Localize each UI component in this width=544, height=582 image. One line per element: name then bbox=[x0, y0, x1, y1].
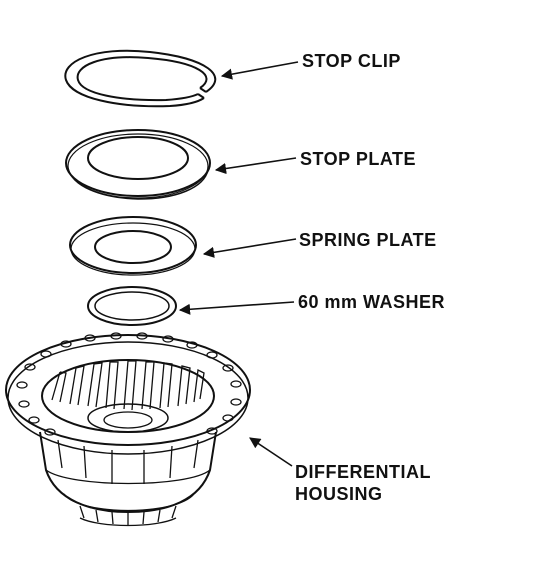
washer-label: 60 mm WASHER bbox=[298, 292, 446, 312]
arrow-spring-plate bbox=[202, 238, 297, 258]
arrow-housing bbox=[249, 437, 293, 467]
differential-housing-label: DIFFERENTIAL HOUSING bbox=[295, 461, 431, 505]
housing-label-line2: HOUSING bbox=[295, 484, 383, 504]
stop-clip-part bbox=[64, 49, 217, 108]
arrow-washer bbox=[178, 301, 295, 315]
washer-part bbox=[87, 286, 177, 326]
stop-clip-label: STOP CLIP bbox=[302, 51, 401, 71]
arrow-stop-clip bbox=[220, 61, 299, 80]
housing-label-line1: DIFFERENTIAL bbox=[295, 462, 431, 482]
leader-arrows bbox=[178, 61, 299, 467]
differential-housing-part bbox=[5, 332, 251, 527]
spring-plate-part bbox=[69, 216, 197, 276]
spring-plate-label: SPRING PLATE bbox=[299, 230, 437, 250]
stop-plate-part bbox=[65, 129, 211, 200]
stop-plate-label: STOP PLATE bbox=[300, 149, 417, 169]
arrow-stop-plate bbox=[214, 157, 297, 175]
